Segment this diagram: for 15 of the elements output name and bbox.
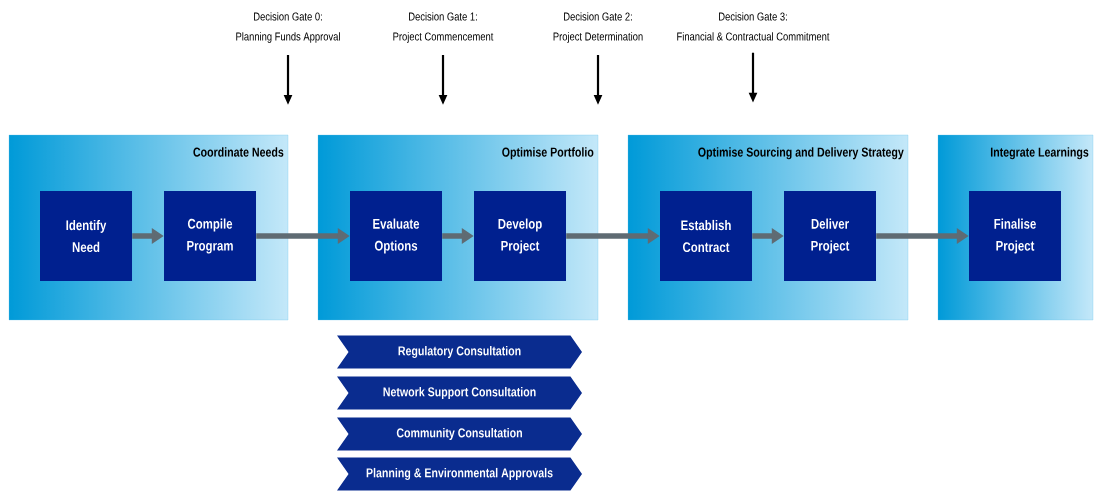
chevron-band: Planning & Environmental Approvals	[337, 457, 582, 491]
decision-gate-label: Decision Gate 3: Financial & Contractual Commitment	[677, 12, 830, 41]
process-box: Finalise Project	[969, 191, 1061, 281]
process-box: Develop Project	[474, 191, 566, 281]
decision-gate-label: Decision Gate 1: Project Commencement	[393, 12, 494, 43]
chevron-band: Regulatory Consultation	[337, 335, 582, 369]
process-box: Evaluate Options	[350, 191, 442, 281]
process-box: Establish Contract	[660, 191, 752, 281]
process-box: Compile Program	[164, 191, 256, 281]
chevron-band: Network Support Consultation	[337, 376, 582, 410]
decision-gate-label: Decision Gate 0: Planning Funds Approval	[236, 12, 340, 43]
chevron-band: Community Consultation	[337, 417, 582, 451]
process-box: Identify Need	[40, 191, 132, 281]
decision-gate-label: Decision Gate 2: Project Determination	[553, 12, 643, 43]
process-box: Deliver Project	[784, 191, 876, 281]
